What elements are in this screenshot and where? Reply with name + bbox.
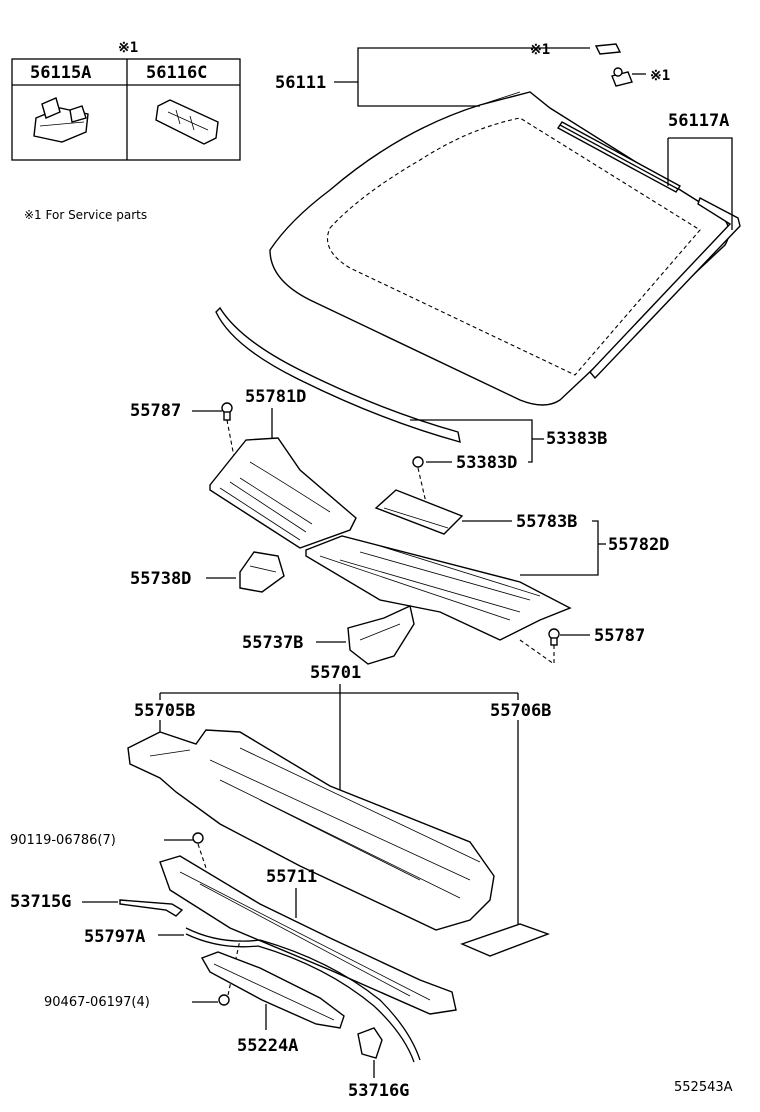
part-55783B-label: 55783B: [516, 512, 577, 532]
service-parts-box: ※1 56115A 56116C: [11, 40, 241, 161]
part-55701-label: 55701: [310, 663, 361, 683]
part-56111-marker: ※1: [530, 42, 550, 58]
louver-55781D: [209, 437, 357, 549]
part-90119-label: 90119-06786(7): [10, 833, 116, 848]
bracket-55738D: [239, 551, 285, 593]
windshield-glass: [269, 91, 730, 406]
part-55738D-label: 55738D: [130, 569, 191, 589]
screw-55787-right-icon: [548, 628, 560, 646]
service-clip-icon: [611, 67, 633, 87]
seal-55797A: [185, 927, 421, 1063]
clip-53383D-icon: [412, 456, 424, 468]
part-90467-label: 90467-06197(4): [44, 995, 150, 1010]
extension-55706B: [460, 923, 551, 957]
bolt-90119-icon: [192, 832, 204, 844]
part-55737B-label: 55737B: [242, 633, 303, 653]
part-53383B-label: 53383B: [546, 429, 607, 449]
part-55706B-label: 55706B: [490, 701, 551, 721]
cowl-panel-55701: [127, 729, 495, 931]
part-55224A-label: 55224A: [237, 1036, 298, 1056]
molding-56117A: [556, 121, 741, 380]
cowl-inner-55711: [159, 855, 457, 1015]
part-55797A-label: 55797A: [84, 927, 145, 947]
cowl-seal-53383B: [215, 306, 461, 443]
screw-55787-top-icon: [221, 402, 233, 421]
clip-56115A-icon: [33, 97, 89, 143]
part-56115A-label: 56115A: [30, 63, 91, 83]
part-55705B-label: 55705B: [134, 701, 195, 721]
part-53716G-label: 53716G: [348, 1081, 409, 1101]
part-55782D-label: 55782D: [608, 535, 669, 555]
part-56116C-label: 56116C: [146, 63, 207, 83]
clip-56116C-icon: [155, 99, 219, 145]
louver-55782D: [305, 535, 572, 641]
service-parts-note: ※1 For Service parts: [24, 208, 147, 222]
seal-55783B: [374, 489, 464, 535]
panel-55224A: [200, 951, 345, 1029]
part-53383D-label: 53383D: [456, 453, 517, 473]
wire-53715G: [119, 899, 184, 917]
part-55781D-label: 55781D: [245, 387, 306, 407]
part-55787-right-label: 55787: [594, 626, 645, 646]
clip-90467-icon: [218, 994, 230, 1006]
bracket-55737B: [347, 605, 415, 665]
part-56117A-label: 56117A: [668, 111, 729, 131]
part-clip-marker: ※1: [650, 68, 670, 84]
bracket-53716G: [357, 1027, 383, 1059]
diagram-code: 552543A: [674, 1080, 733, 1095]
part-56111-label: 56111: [275, 73, 326, 93]
part-55787-top-label: 55787: [130, 401, 181, 421]
service-spacer-icon: [594, 43, 622, 55]
legend-marker: ※1: [118, 40, 138, 56]
part-55711-label: 55711: [266, 867, 317, 887]
part-53715G-label: 53715G: [10, 892, 71, 912]
